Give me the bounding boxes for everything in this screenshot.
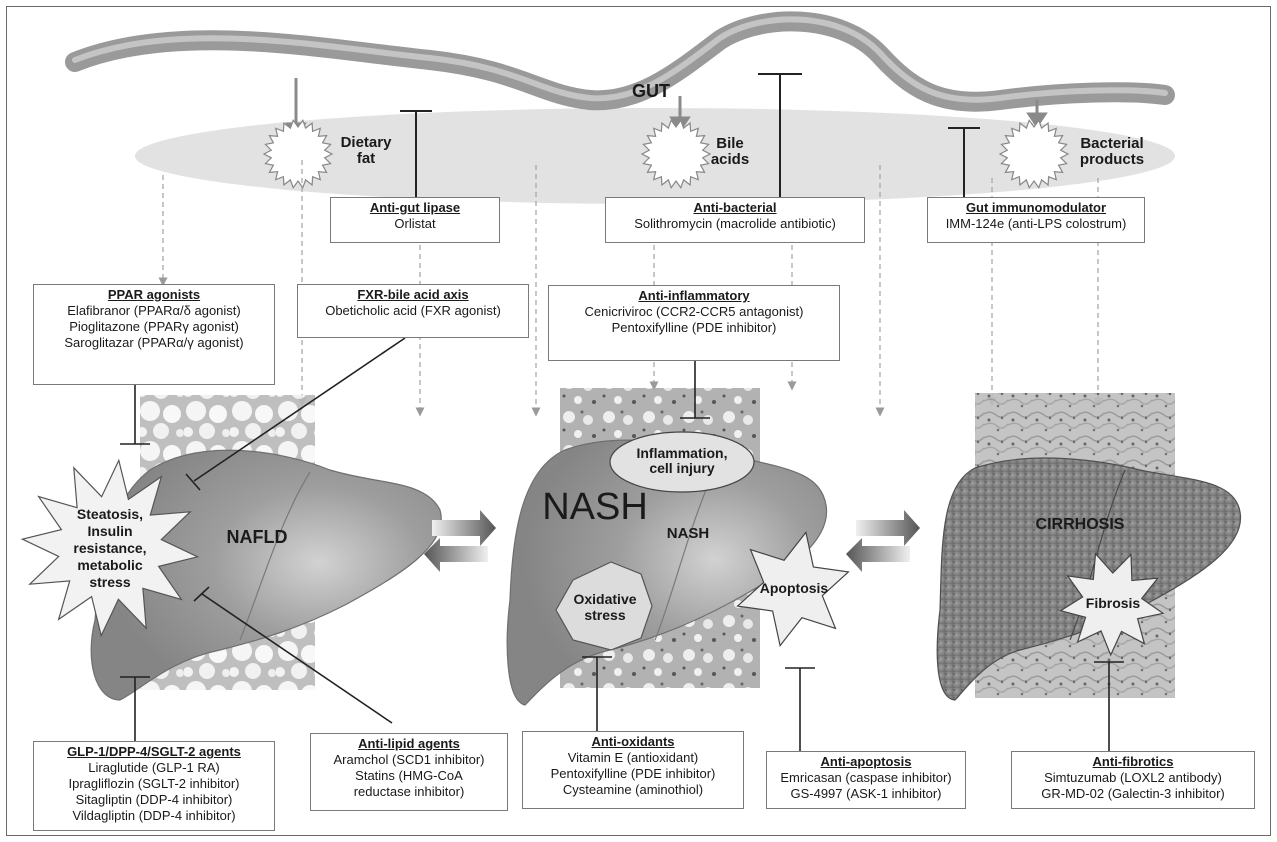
box-item: Obeticholic acid (FXR agonist) [325, 303, 501, 318]
box-item: reductase inhibitor) [353, 784, 465, 799]
fxr-bile-acid-box: FXR-bile acid axis Obeticholic acid (FXR… [297, 284, 529, 338]
bacterial-products-burst-icon [998, 119, 1070, 189]
figure-frame [6, 6, 1271, 836]
forward-arrow-1 [432, 510, 496, 546]
bacterial-products-label: Bacterial products [1079, 135, 1145, 168]
steatosis-label: Steatosis, Insulin resistance, metabolic… [66, 506, 154, 591]
box-item: Pentoxifylline (PDE inhibitor) [611, 320, 777, 335]
steatosis-line: metabolic [77, 557, 143, 573]
box-title: Anti-apoptosis [820, 754, 912, 769]
box-title: Anti-bacterial [693, 200, 777, 215]
oxidative-line: stress [584, 607, 626, 623]
anti-gut-lipase-box: Anti-gut lipase Orlistat [330, 197, 500, 243]
box-item: Pentoxifylline (PDE inhibitor) [550, 766, 716, 781]
oxidative-stress-label: Oxidative stress [560, 591, 650, 623]
fibrosis-star [1059, 552, 1165, 657]
oxidative-line: Oxidative [573, 591, 637, 607]
backward-arrow-2 [846, 538, 910, 572]
box-item: Cysteamine (aminothiol) [562, 782, 704, 797]
box-item: Sitagliptin (DDP-4 inhibitor) [75, 792, 233, 807]
box-item: GS-4997 (ASK-1 inhibitor) [790, 786, 942, 801]
steatosis-line: resistance, [73, 540, 147, 556]
box-item: Pioglitazone (PPARγ agonist) [69, 319, 239, 334]
box-title: GLP-1/DPP-4/SGLT-2 agents [67, 744, 241, 759]
steatosis-starburst [20, 458, 200, 638]
nafld-label: NAFLD [226, 527, 288, 547]
box-title: FXR-bile acid axis [357, 287, 469, 302]
steatosis-line: Insulin [87, 523, 133, 539]
bile-acids-label: Bile acids [710, 135, 750, 168]
apoptosis-label: Apoptosis [759, 580, 829, 596]
fibrosis-label: Fibrosis [1085, 595, 1141, 611]
inflammation-line: cell injury [649, 460, 715, 476]
anti-lipid-agents-box: Anti-lipid agents Aramchol (SCD1 inhibit… [310, 733, 508, 811]
box-item: Elafibranor (PPARα/δ agonist) [67, 303, 241, 318]
box-title: Anti-inflammatory [638, 288, 750, 303]
box-item: GR-MD-02 (Galectin-3 inhibitor) [1041, 786, 1225, 801]
box-title: Gut immunomodulator [965, 200, 1107, 215]
box-title: PPAR agonists [107, 287, 201, 302]
apoptosis-star [736, 531, 850, 647]
box-item: Solithromycin (macrolide antibiotic) [634, 216, 836, 231]
box-item: Statins (HMG-CoA [355, 768, 463, 783]
box-item: Saroglitazar (PPARα/γ agonist) [64, 335, 244, 350]
gut-title: GUT [632, 81, 670, 101]
steatosis-line: Steatosis, [76, 506, 144, 522]
dietary-fat-burst-icon [262, 119, 334, 189]
cirrhosis-label: CIRRHOSIS [1035, 516, 1125, 533]
steatosis-line: stress [89, 574, 131, 590]
bile-acids-burst-icon [640, 119, 712, 189]
box-title: Anti-gut lipase [369, 200, 461, 215]
oxidative-stress-octagon [555, 561, 653, 651]
box-title: Anti-fibrotics [1092, 754, 1174, 769]
ppar-agonists-box: PPAR agonists Elafibranor (PPARα/δ agoni… [33, 284, 275, 385]
anti-inflammatory-box: Anti-inflammatory Cenicriviroc (CCR2-CCR… [548, 285, 840, 361]
box-item: Liraglutide (GLP-1 RA) [88, 760, 220, 775]
box-item: Cenicriviroc (CCR2-CCR5 antagonist) [584, 304, 804, 319]
box-title: Anti-oxidants [591, 734, 675, 749]
box-item: Vildagliptin (DDP-4 inhibitor) [72, 808, 236, 823]
inflammation-oval [609, 431, 755, 493]
box-title: Anti-lipid agents [358, 736, 460, 751]
anti-oxidants-box: Anti-oxidants Vitamin E (antioxidant) Pe… [522, 731, 744, 809]
box-item: Ipragliflozin (SGLT-2 inhibitor) [68, 776, 240, 791]
box-item: Vitamin E (antioxidant) [567, 750, 699, 765]
anti-bacterial-box: Anti-bacterial Solithromycin (macrolide … [605, 197, 865, 243]
nash-big-label: NASH [542, 486, 648, 528]
box-item: Orlistat [394, 216, 436, 231]
gut-immunomodulator-box: Gut immunomodulator IMM-124e (anti-LPS c… [927, 197, 1145, 243]
nash-small-label: NASH [666, 525, 710, 542]
box-item: Aramchol (SCD1 inhibitor) [333, 752, 485, 767]
inflammation-label: Inflammation, cell injury [620, 446, 744, 476]
glp1-agents-box: GLP-1/DPP-4/SGLT-2 agents Liraglutide (G… [33, 741, 275, 831]
anti-fibrotics-box: Anti-fibrotics Simtuzumab (LOXL2 antibod… [1011, 751, 1255, 809]
box-item: IMM-124e (anti-LPS colostrum) [945, 216, 1127, 231]
backward-arrow-1 [424, 538, 488, 572]
forward-arrow-2 [856, 510, 920, 546]
inflammation-line: Inflammation, [636, 445, 728, 461]
anti-apoptosis-box: Anti-apoptosis Emricasan (caspase inhibi… [766, 751, 966, 809]
box-item: Simtuzumab (LOXL2 antibody) [1044, 770, 1222, 785]
box-item: Emricasan (caspase inhibitor) [780, 770, 952, 785]
dietary-fat-label: Dietary fat [340, 134, 392, 167]
